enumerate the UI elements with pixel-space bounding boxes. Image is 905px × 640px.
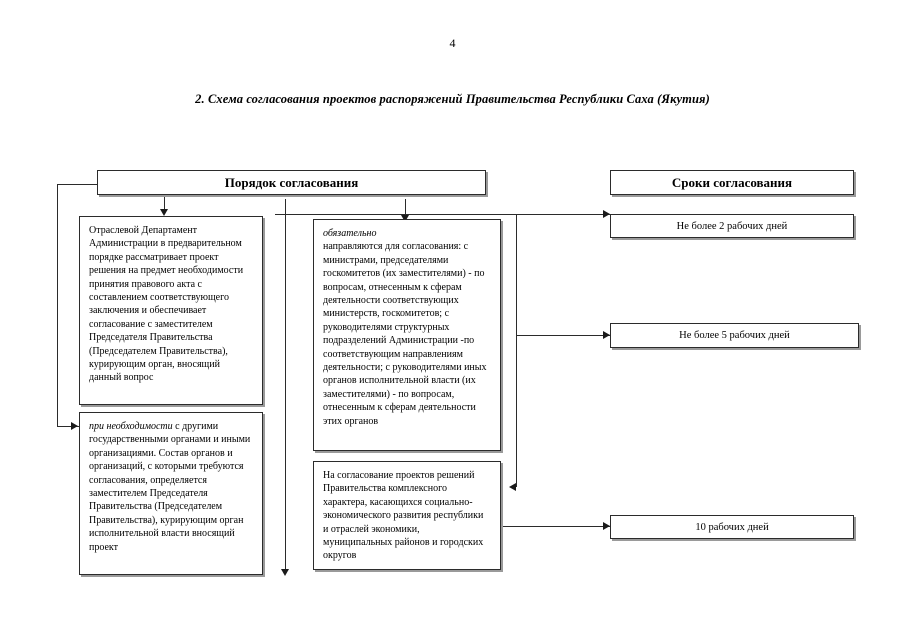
arrow-middle-left-terminal bbox=[281, 569, 289, 576]
process-box-other-bodies-text: с другими государственными органами и ин… bbox=[89, 421, 251, 553]
connector-main-horizontal-bus bbox=[275, 214, 610, 215]
connector-right-rail-vertical bbox=[516, 214, 517, 487]
connector-bus-down-to-mandatory bbox=[405, 199, 406, 218]
process-box-other-bodies-lead: при необходимости bbox=[89, 421, 173, 432]
header-terms-label: Сроки согласования bbox=[671, 174, 793, 190]
page-number: 4 bbox=[449, 36, 456, 50]
term-box-10-days-label: 10 рабочих дней bbox=[695, 521, 769, 533]
process-box-complex-projects-text: На согласование проектов решений Правите… bbox=[323, 470, 484, 562]
connector-header-to-left-margin bbox=[57, 184, 97, 185]
term-box-2-days[interactable]: Не более 2 рабочих дней bbox=[610, 214, 854, 238]
connector-header-down-to-department bbox=[164, 191, 165, 212]
header-terms-box[interactable]: Сроки согласования bbox=[610, 170, 854, 195]
arrow-into-term-5-days bbox=[603, 331, 610, 339]
header-order-label: Порядок согласования bbox=[224, 174, 359, 190]
connector-middle-left-vertical bbox=[285, 199, 286, 571]
arrow-into-term-2-days bbox=[603, 210, 610, 218]
process-box-complex-projects[interactable]: На согласование проектов решений Правите… bbox=[313, 461, 501, 570]
connector-left-margin-to-other-bodies bbox=[57, 426, 79, 427]
page-title: 2. Схема согласования проектов распоряже… bbox=[195, 92, 710, 106]
connector-left-margin-vertical bbox=[57, 184, 58, 426]
term-box-5-days[interactable]: Не более 5 рабочих дней bbox=[610, 323, 859, 348]
connector-complex-to-term-10-days bbox=[501, 526, 610, 527]
arrow-into-other-bodies bbox=[71, 422, 78, 430]
process-box-department-review[interactable]: Отраслевой Департамент Администрации в п… bbox=[79, 216, 263, 405]
process-box-department-review-text: Отраслевой Департамент Администрации в п… bbox=[89, 225, 244, 384]
header-order-box[interactable]: Порядок согласования bbox=[97, 170, 486, 195]
process-box-other-bodies[interactable]: при необходимости с другими государствен… bbox=[79, 412, 263, 575]
term-box-2-days-label: Не более 2 рабочих дней bbox=[676, 220, 788, 232]
process-box-mandatory-approval[interactable]: обязательно направляются для согласовани… bbox=[313, 219, 501, 451]
term-box-10-days[interactable]: 10 рабочих дней bbox=[610, 515, 854, 539]
term-box-5-days-label: Не более 5 рабочих дней bbox=[679, 330, 790, 341]
connector-rail-to-term-5-days bbox=[516, 335, 610, 336]
process-box-mandatory-approval-lead: обязательно bbox=[323, 228, 377, 239]
process-box-mandatory-approval-text: направляются для согласования: с министр… bbox=[323, 241, 487, 427]
arrow-into-department-box bbox=[160, 209, 168, 216]
arrow-into-term-10-days bbox=[603, 522, 610, 530]
arrow-into-complex-projects bbox=[509, 483, 516, 491]
arrow-into-mandatory-box bbox=[401, 215, 409, 222]
